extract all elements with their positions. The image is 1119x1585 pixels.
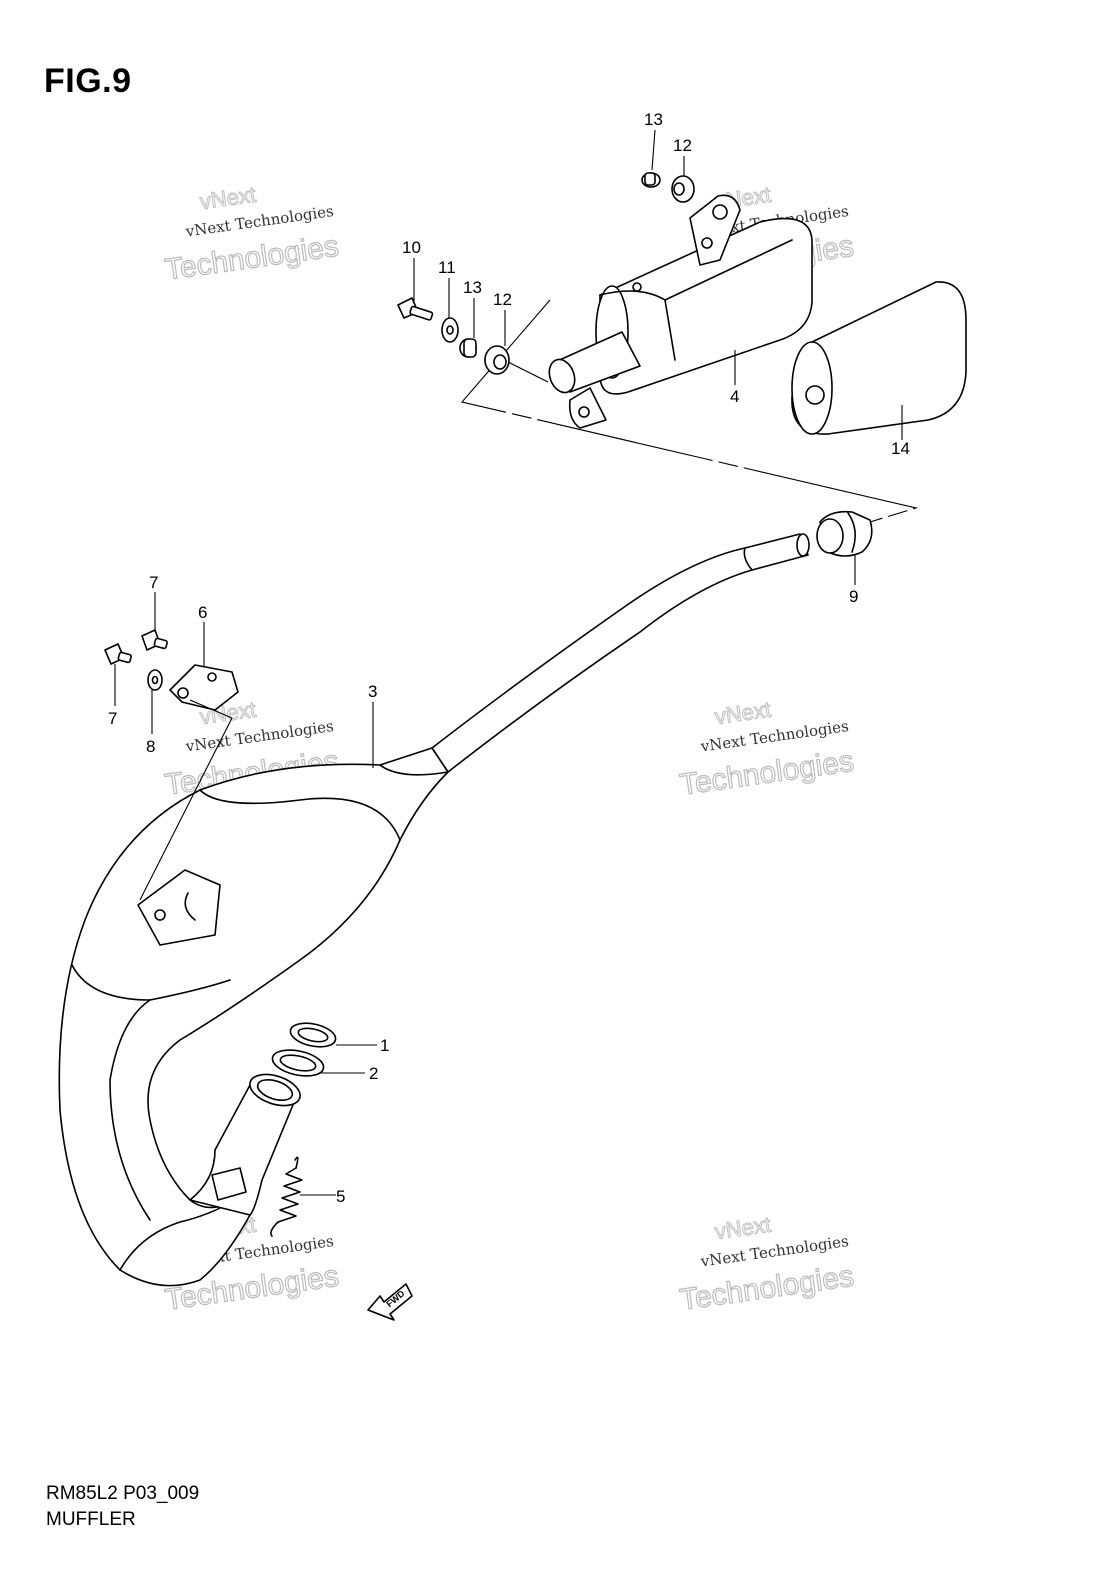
watermark-bottom-right: vNext vNext Technologies Technologies <box>677 1211 856 1317</box>
exhaust-pipe[interactable] <box>58 533 810 1287</box>
callout-2[interactable]: 2 <box>369 1064 378 1083</box>
callout-1[interactable]: 1 <box>380 1036 389 1055</box>
bolt-upper[interactable] <box>141 629 168 651</box>
callout-14[interactable]: 14 <box>891 439 910 458</box>
callout-9[interactable]: 9 <box>849 587 858 606</box>
bolt-silencer[interactable] <box>397 297 434 321</box>
exhaust-bracket[interactable] <box>139 664 239 901</box>
callout-4[interactable]: 4 <box>730 387 739 406</box>
spacer-top[interactable] <box>641 172 661 188</box>
gasket-2[interactable] <box>270 1046 326 1080</box>
leader-lines <box>114 129 903 1196</box>
washer-silencer[interactable] <box>441 317 459 343</box>
bolt-lower[interactable] <box>104 643 132 665</box>
callout-11[interactable]: 11 <box>438 258 456 277</box>
svg-text:vNext: vNext <box>713 697 772 730</box>
washer-bracket[interactable] <box>147 669 163 691</box>
spacer-mid[interactable] <box>459 338 477 358</box>
gasket-1[interactable] <box>288 1019 338 1050</box>
callout-7-lower[interactable]: 7 <box>108 709 117 728</box>
figure-title: FIG.9 <box>44 62 132 100</box>
callout-6[interactable]: 6 <box>198 603 207 622</box>
cushion-mid[interactable] <box>484 345 510 375</box>
cushion-top[interactable] <box>671 175 695 203</box>
callout-13-mid[interactable]: 13 <box>463 278 482 297</box>
silencer-packing[interactable] <box>791 281 967 435</box>
callout-12-mid[interactable]: 12 <box>493 290 512 309</box>
callout-12-top[interactable]: 12 <box>673 136 692 155</box>
callout-labels: 1 2 3 4 5 6 7 7 8 9 10 11 12 12 13 13 14 <box>108 110 910 1206</box>
silencer-body[interactable] <box>545 194 813 429</box>
watermark-mid-right: vNext vNext Technologies Technologies <box>677 696 856 802</box>
forward-arrow: FWD <box>367 1283 413 1321</box>
watermark-top-left: vNext vNext Technologies Technologies <box>162 181 341 287</box>
section-name: MUFFLER <box>46 1509 136 1530</box>
callout-5[interactable]: 5 <box>336 1187 345 1206</box>
callout-8[interactable]: 8 <box>146 737 155 756</box>
diagram-code: RM85L2 P03_009 <box>46 1483 200 1504</box>
exhaust-spring[interactable] <box>270 1156 303 1237</box>
callout-10[interactable]: 10 <box>402 238 421 257</box>
callout-13-top[interactable]: 13 <box>644 110 663 129</box>
svg-text:vNext: vNext <box>198 182 257 215</box>
callout-7-upper[interactable]: 7 <box>149 573 158 592</box>
svg-text:vNext: vNext <box>713 1212 772 1245</box>
callout-3[interactable]: 3 <box>368 682 377 701</box>
muffler-joint[interactable] <box>816 510 873 557</box>
